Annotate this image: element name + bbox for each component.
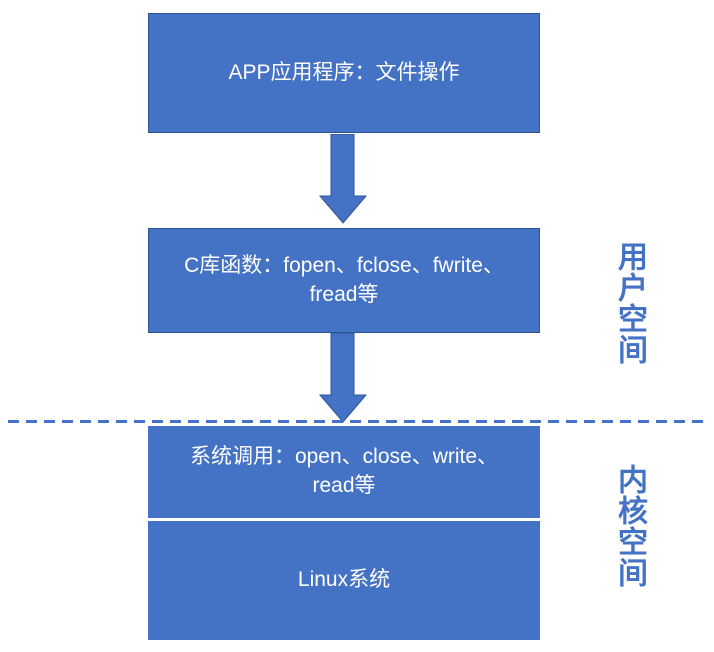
kernel-space-label: 内核空间 xyxy=(613,464,646,588)
box-syscall-label-line1: 系统调用：open、close、write、 xyxy=(189,445,499,469)
box-linux-system: Linux系统 xyxy=(148,521,540,640)
box-linux-label-line: Linux系统 xyxy=(297,568,391,592)
user-space-label: 用户空间 xyxy=(613,241,646,365)
box-app-application: APP应用程序：文件操作 xyxy=(148,13,540,133)
box-c-library: C库函数：fopen、fclose、fwrite、 fread等 xyxy=(148,228,540,333)
user-kernel-divider-line xyxy=(8,420,704,423)
box-syscall-label-line2: read等 xyxy=(312,474,376,497)
box-clib-label-line2: fread等 xyxy=(309,282,379,306)
down-arrow-icon xyxy=(319,333,367,423)
box-system-call: 系统调用：open、close、write、 read等 xyxy=(148,426,540,518)
box-clib-label-line1: C库函数：fopen、fclose、fwrite、 xyxy=(184,253,504,277)
box-app-label-line: APP应用程序：文件操作 xyxy=(228,60,460,84)
down-arrow-icon xyxy=(319,134,367,224)
